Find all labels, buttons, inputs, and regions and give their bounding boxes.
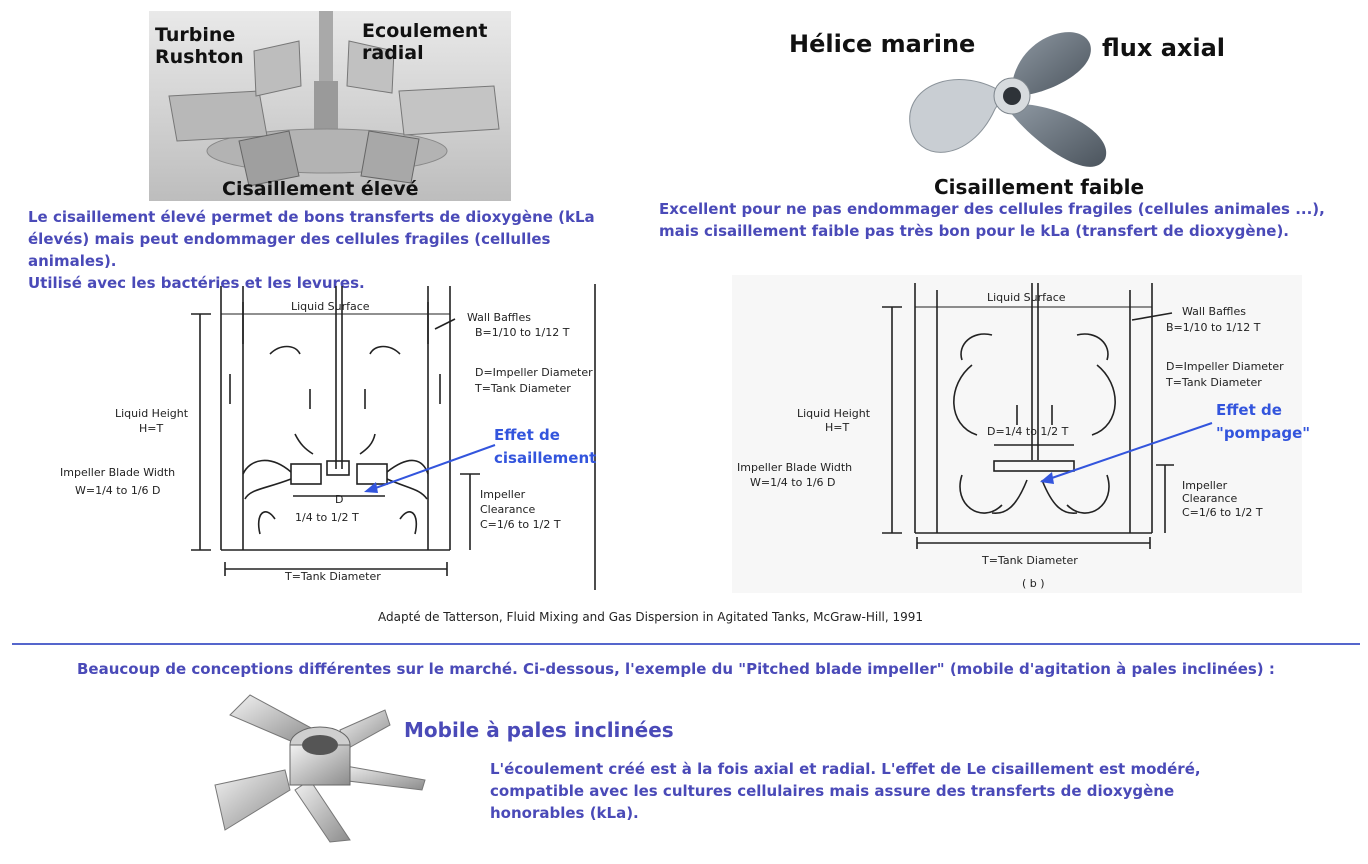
clearance-label: Impeller <box>480 488 526 501</box>
tank-diagram-radial: Liquid Surface Wall Baffles B=1/10 to 1/… <box>60 284 596 590</box>
pitched-blade-illustration <box>214 694 426 843</box>
clearance-label-2: Clearance <box>480 503 536 516</box>
liquid-height-label-b: Liquid Height <box>797 407 871 420</box>
impeller-diameter-def-b: D=Impeller Diameter <box>1166 360 1284 373</box>
d-ratio-label-b: D=1/4 to 1/2 T <box>987 425 1069 438</box>
marine-label-flow: flux axial <box>1102 34 1226 62</box>
blade-width-label: Impeller Blade Width <box>60 466 175 479</box>
rushton-turbine-illustration <box>168 11 500 187</box>
liquid-height-eq: H=T <box>139 422 163 435</box>
blade-width-label-b: Impeller Blade Width <box>737 461 852 474</box>
tank-diameter-def: T=Tank Diameter <box>474 382 571 395</box>
pitched-description: L'écoulement créé est à la fois axial et… <box>490 760 1201 822</box>
callout-shear-arrow <box>364 444 496 493</box>
impeller-diameter-def: D=Impeller Diameter <box>475 366 593 379</box>
diagram-caption-b: ( b ) <box>1022 577 1045 590</box>
blade-width-eq-b: W=1/4 to 1/6 D <box>750 476 836 489</box>
clearance-label-2-b: Clearance <box>1182 492 1238 505</box>
rushton-label-flow: Ecoulement radial <box>362 20 488 64</box>
source-citation: Adapté de Tatterson, Fluid Mixing and Ga… <box>378 610 924 624</box>
d-label: D <box>335 493 343 506</box>
rushton-label-shear: Cisaillement élevé <box>222 178 419 200</box>
callout-pumping-arrow <box>1040 422 1213 484</box>
pitched-title: Mobile à pales inclinées <box>404 718 674 742</box>
liquid-height-eq-b: H=T <box>825 421 849 434</box>
tank-diagram-axial: Liquid Surface Wall Baffles B=1/10 to 1/… <box>732 275 1302 593</box>
tank-diameter-def-b: T=Tank Diameter <box>1165 376 1262 389</box>
baffle-ratio-label: B=1/10 to 1/12 T <box>475 326 570 339</box>
rushton-description: Le cisaillement élevé permet de bons tra… <box>28 208 595 292</box>
baffle-ratio-label-b: B=1/10 to 1/12 T <box>1166 321 1261 334</box>
marine-label-shear: Cisaillement faible <box>934 175 1145 199</box>
tank-diameter-label-b: T=Tank Diameter <box>981 554 1078 567</box>
clearance-label-b: Impeller <box>1182 479 1228 492</box>
marine-label-name: Hélice marine <box>789 30 976 58</box>
tank-diameter-label: T=Tank Diameter <box>284 570 381 583</box>
blade-width-eq: W=1/4 to 1/6 D <box>75 484 161 497</box>
liquid-height-label: Liquid Height <box>115 407 189 420</box>
d-ratio-label: 1/4 to 1/2 T <box>295 511 359 524</box>
clearance-eq: C=1/6 to 1/2 T <box>480 518 561 531</box>
intro-text: Beaucoup de conceptions différentes sur … <box>77 660 1275 678</box>
rushton-photo <box>149 11 511 201</box>
surface-label-b: Liquid Surface <box>987 291 1066 304</box>
clearance-eq-b: C=1/6 to 1/2 T <box>1182 506 1263 519</box>
callout-pumping: Effet de "pompage" <box>1216 401 1311 442</box>
surface-label: Liquid Surface <box>291 300 370 313</box>
wall-baffles-label: Wall Baffles <box>467 311 531 324</box>
marine-propeller-illustration <box>909 32 1107 167</box>
callout-shear: Effet de cisaillement <box>494 426 597 467</box>
section-divider <box>12 643 1360 645</box>
marine-description: Excellent pour ne pas endommager des cel… <box>659 200 1325 240</box>
wall-baffles-label-b: Wall Baffles <box>1182 305 1246 318</box>
rushton-label-turbine: Turbine Rushton <box>155 24 244 68</box>
